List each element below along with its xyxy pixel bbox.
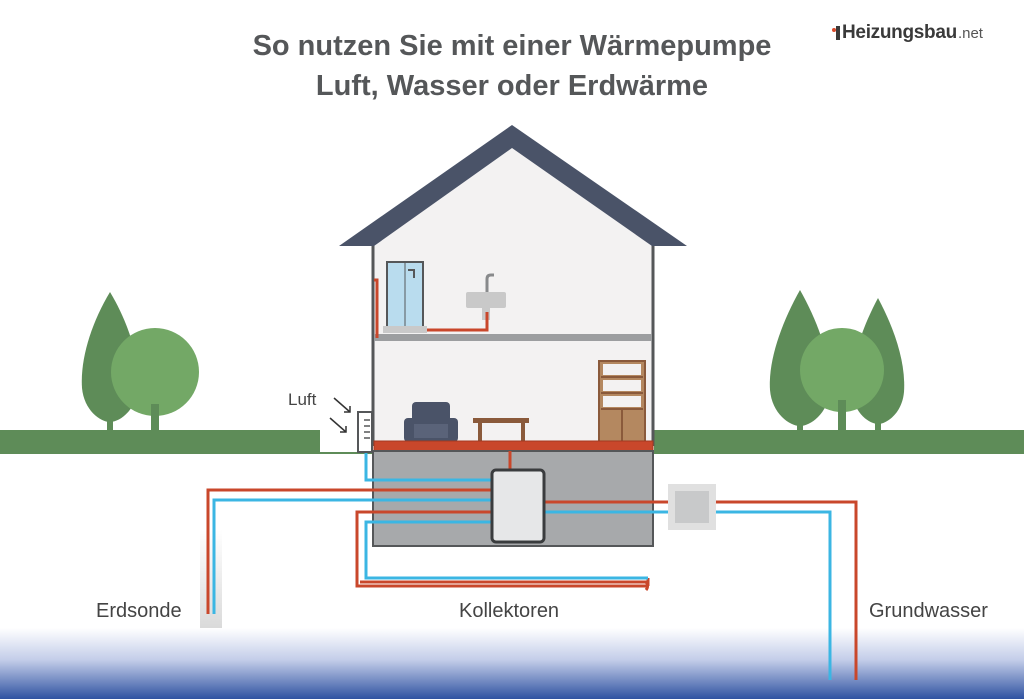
label-kollektoren: Kollektoren — [459, 600, 560, 622]
label-erdsonde: Erdsonde — [96, 600, 182, 622]
title-line-1: So nutzen Sie mit einer Wärmepumpe — [252, 30, 772, 62]
tree-round-right — [800, 328, 884, 412]
well-box — [668, 484, 716, 530]
brand-logo: Heizungsbau .net — [832, 22, 983, 44]
air-unit — [357, 411, 373, 453]
ground-probe — [200, 530, 222, 628]
gable-interior — [374, 146, 652, 244]
shower — [383, 261, 427, 333]
cabinet — [598, 360, 646, 444]
grass-right — [654, 430, 1024, 454]
trees-right — [769, 290, 905, 432]
tree-trunk — [107, 408, 113, 432]
label-luft: Luft — [288, 390, 317, 409]
air-arrow-icon — [329, 397, 351, 433]
upper-floor-slab — [374, 334, 652, 341]
radiator-icon — [832, 26, 840, 40]
trees-left — [81, 292, 199, 432]
groundwater-layer — [0, 628, 1024, 699]
logo-brand: Heizungsbau — [842, 22, 957, 43]
armchair — [404, 402, 458, 442]
ground-floor-slab — [374, 441, 653, 451]
faucet-icon — [485, 273, 494, 292]
heat-pump-unit — [490, 468, 546, 544]
collector-loop-end — [360, 580, 649, 591]
tree-trunk — [875, 410, 881, 432]
table — [473, 418, 529, 443]
tree-trunk — [151, 404, 159, 432]
logo-tld: .net — [957, 25, 983, 42]
roof — [339, 125, 687, 246]
tree-trunk — [838, 400, 846, 432]
tree-trunk — [797, 410, 803, 432]
tree-round-left — [111, 328, 199, 416]
label-grundwasser: Grundwasser — [869, 600, 988, 622]
title-line-2: Luft, Wasser oder Erdwärme — [315, 70, 709, 102]
grass-left — [0, 430, 320, 454]
